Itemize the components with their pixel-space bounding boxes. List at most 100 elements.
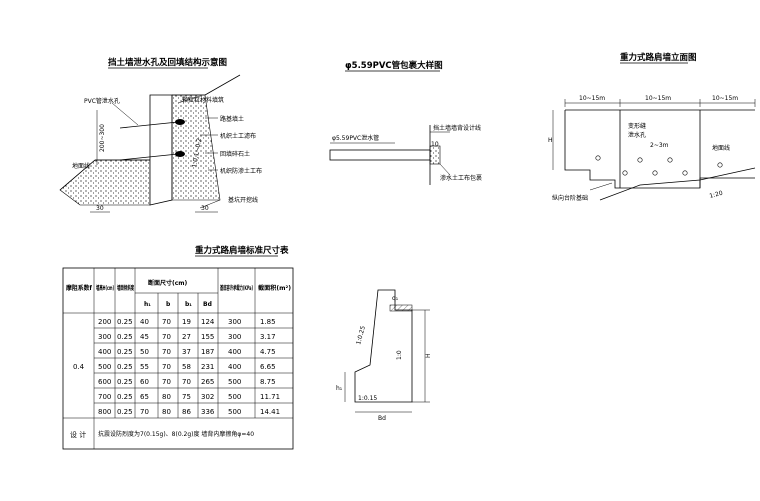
drain-hole-4	[652, 170, 658, 176]
bd-label: Bd	[378, 415, 386, 422]
wrap-label: 渗水土工布包裹	[440, 174, 482, 182]
elevation-ground	[599, 167, 756, 201]
excavation-line	[199, 199, 221, 209]
backfill-gravel-label: 回填碎石土	[220, 150, 250, 158]
table-cell: 70	[162, 348, 171, 356]
drain-pipe-1	[119, 121, 179, 129]
top-slope-line	[204, 74, 241, 96]
step-base-label: 纵向台阶基础	[552, 194, 588, 202]
table-cell: 600	[98, 378, 111, 386]
granular-fill-label: 颗粒粒材料填筑	[182, 96, 224, 104]
table-cell: 187	[201, 348, 214, 356]
h1-label: h₁	[336, 385, 343, 392]
table-cell: 3.17	[260, 333, 276, 341]
design-label: 设 计	[70, 430, 86, 439]
table-cell: 19	[182, 318, 191, 326]
excavation-label: 基坑开挖线	[228, 196, 258, 204]
pvc-dim-label: 10	[431, 141, 439, 148]
header-section-dims: 断面尺寸(cm)	[148, 279, 188, 287]
table-cell: 40	[140, 318, 149, 326]
pvc-pipe-label: φ5.59PVC泄水管	[332, 134, 379, 142]
drain-hole-3	[637, 157, 643, 163]
header-bd: Bd	[203, 301, 212, 308]
drain-spacing-label: 2~3m	[650, 142, 669, 149]
table-cell: 6.65	[260, 363, 276, 371]
table-cell: 0.25	[117, 408, 133, 416]
table-cell: 500	[228, 408, 241, 416]
table-cell: 300	[228, 333, 241, 341]
table-cell: 400	[228, 363, 241, 371]
dim-30b-label: 30	[201, 205, 209, 212]
subgrade-fill-label: 路基填土	[220, 115, 244, 123]
drain-label: 泄水孔	[628, 131, 646, 139]
table-cell: 37	[182, 348, 191, 356]
wrap-leader	[439, 163, 451, 176]
geotextile-seep-label: 机织防渗土工布	[220, 167, 262, 175]
header-b1: b₁	[185, 301, 192, 308]
table-cell: 86	[182, 408, 191, 416]
table-cell: 500	[228, 393, 241, 401]
table-cell: 336	[201, 408, 215, 416]
table-cell: 80	[162, 408, 171, 416]
table-cell: 200	[98, 318, 111, 326]
table-cell: 500	[228, 378, 241, 386]
step-leader	[589, 182, 613, 191]
table-cell: 50	[140, 348, 149, 356]
joint-label: 变形缝	[628, 122, 646, 130]
ground-line-label: 地面线	[72, 162, 90, 170]
drain-hole-1	[595, 155, 601, 161]
table-cell: 80	[162, 393, 171, 401]
drain-hole-6	[682, 170, 688, 176]
header-wall-height: 墙高H(cm)	[96, 284, 114, 292]
table-title: 重力式路肩墙标准尺寸表	[195, 245, 289, 256]
granular-leader	[177, 95, 201, 104]
header-wall-batter: 墙面倾斜度	[117, 284, 135, 292]
pvc-detail-title: φ5.59PVC管包裹大样图	[345, 60, 443, 71]
cap-hatch	[389, 304, 413, 312]
design-note: 抗震设防烈度为7(0.15g)、8(0.2g)度 墙背内摩擦角φ=40	[98, 430, 254, 438]
elevation-ground-label: 地面线	[712, 144, 730, 152]
face-slope-label: 1:0	[396, 350, 403, 360]
table-cell: 70	[162, 333, 171, 341]
span3-label: 10~15m	[712, 95, 738, 102]
header-bearing: 基底容许承载力(KPa)	[219, 284, 253, 292]
header-h1: h₁	[144, 301, 151, 308]
base-slope-label: 1:0.15	[358, 395, 377, 402]
table-cell: 300	[228, 318, 241, 326]
table-cell: 231	[201, 363, 214, 371]
height-label-detail: H	[425, 353, 432, 358]
table-cell: 60	[140, 378, 149, 386]
table-cell: 400	[228, 348, 241, 356]
top-width-label: q₁	[392, 295, 399, 302]
design-line-label: 挡土墙墙背设计线	[433, 124, 481, 132]
section-detail-panel: q₁ 1:0.25 1:0 H h₁ 1:0.15 Bd	[336, 289, 432, 422]
table-cell: 70	[182, 378, 191, 386]
pvc-drain-leader	[111, 102, 139, 126]
table-cell: 700	[98, 393, 111, 401]
drain-hole-7	[717, 162, 723, 168]
drain-hole-2	[622, 170, 628, 176]
table-cell: 124	[201, 318, 215, 326]
drain-outlet-2	[175, 151, 185, 157]
table-cell: 45	[140, 333, 149, 341]
pvc-wrap	[429, 145, 441, 165]
drain-outlet-1	[175, 119, 185, 125]
table-cell: 4.75	[260, 348, 276, 356]
table-cell: 0.25	[117, 333, 133, 341]
header-area: 截面积(m²)	[258, 284, 291, 292]
table-cell: 11.71	[260, 393, 280, 401]
table-cell: 8.75	[260, 378, 276, 386]
retaining-section-panel: 挡土墙泄水孔及回填结构示意图 200~300 1:0.1~0.2 30 30 P…	[59, 57, 262, 213]
dimension-table: 重力式路肩墙标准尺寸表 摩阻系数f 墙高H(cm) 墙面倾斜度 断面尺寸(cm)…	[62, 245, 294, 450]
table-cell: 1.85	[260, 318, 276, 326]
elevation-slope-label: 1:20	[709, 190, 724, 200]
table-cell: 55	[140, 363, 149, 371]
table-cell: 302	[201, 393, 214, 401]
height-label: H	[548, 137, 553, 144]
table-cell: 75	[182, 393, 191, 401]
pvc-pipe-body	[329, 149, 431, 161]
table-cell: 265	[201, 378, 214, 386]
header-b: b	[166, 301, 171, 308]
